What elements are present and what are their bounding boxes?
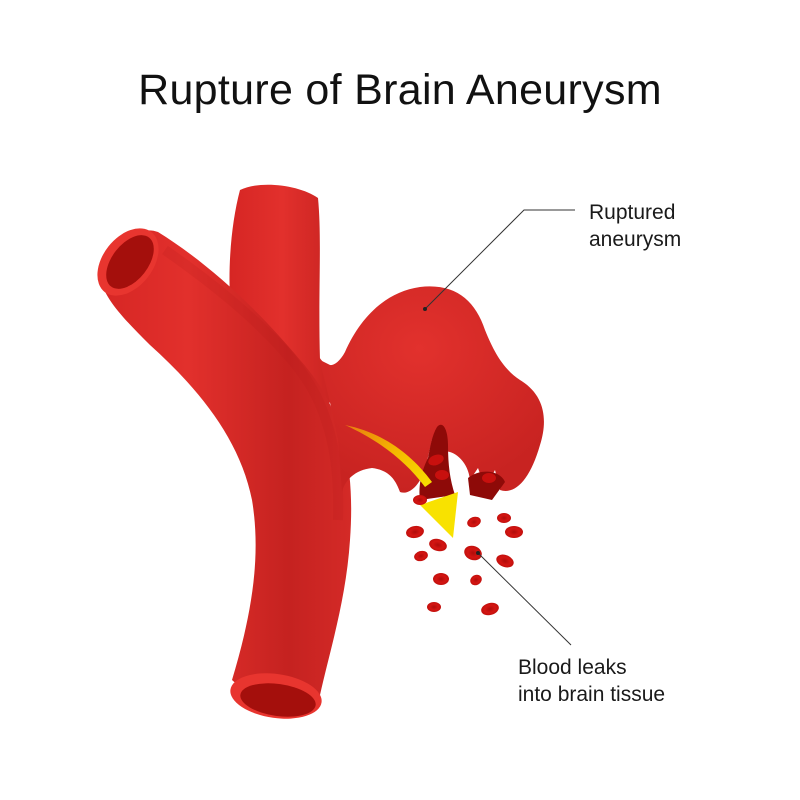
- leader-line-aneurysm: [423, 209, 575, 311]
- aneurysm-sac: [318, 286, 544, 493]
- label-ruptured-aneurysm: Ruptured aneurysm: [589, 199, 681, 253]
- main-vessel: [100, 230, 352, 705]
- vessel-opening-lower: [230, 673, 322, 719]
- label-blood-leaks: Blood leaks into brain tissue: [518, 654, 665, 708]
- blood-flow-arrow-icon: [345, 425, 458, 538]
- label-line: into brain tissue: [518, 683, 666, 706]
- label-line: Blood leaks: [518, 656, 627, 679]
- diagram-title: Rupture of Brain Aneurysm: [138, 66, 662, 114]
- vessel-opening-upper: [97, 228, 159, 296]
- label-line: aneurysm: [589, 228, 682, 251]
- label-line: Ruptured: [589, 201, 676, 224]
- red-blood-cells: [406, 495, 523, 616]
- leader-line-blood: [476, 551, 572, 646]
